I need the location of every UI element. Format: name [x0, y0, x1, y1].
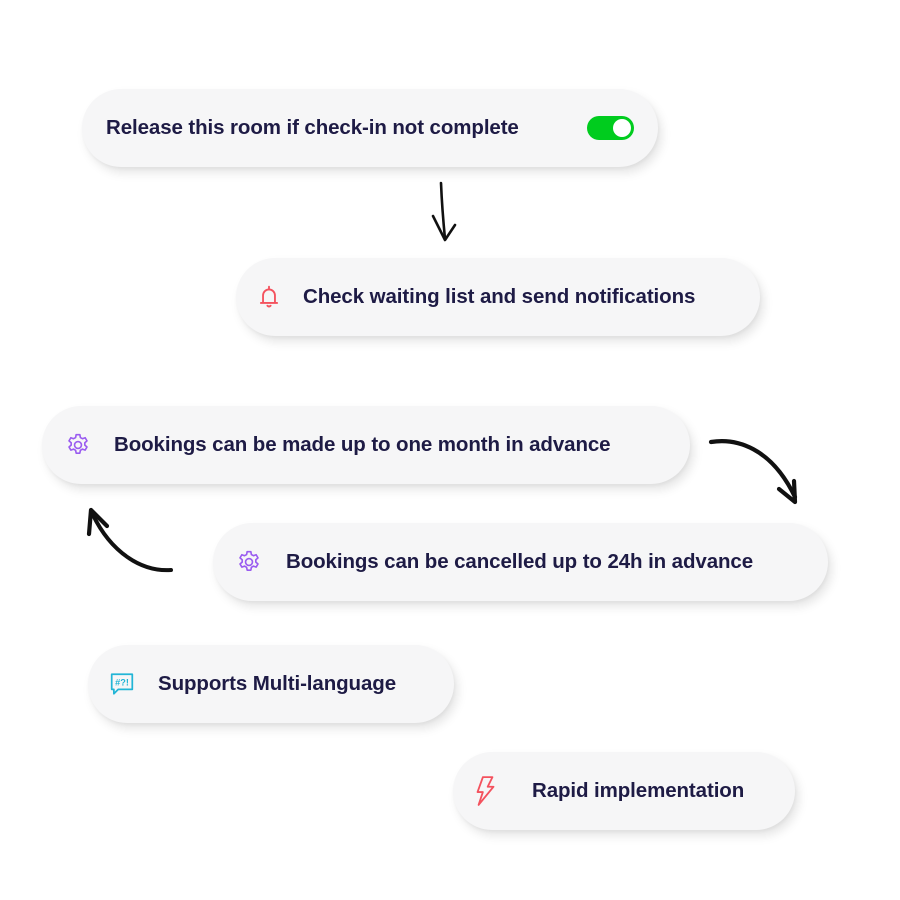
waiting-list-card: Check waiting list and send notification… — [236, 258, 760, 336]
gear-icon — [65, 432, 91, 458]
booking-advance-label: Bookings can be made up to one month in … — [114, 433, 611, 456]
cancel-advance-label: Bookings can be cancelled up to 24h in a… — [286, 550, 754, 573]
release-room-toggle[interactable] — [587, 116, 634, 140]
cancel-advance-card: Bookings can be cancelled up to 24h in a… — [213, 523, 828, 601]
arrow-down-icon — [431, 181, 457, 242]
waiting-list-label: Check waiting list and send notification… — [303, 285, 696, 308]
bell-icon — [256, 284, 282, 310]
rapid-implementation-label: Rapid implementation — [532, 779, 745, 802]
toggle-knob — [613, 119, 631, 137]
gear-icon — [236, 549, 262, 575]
svg-text:#?!: #?! — [115, 678, 129, 688]
release-room-card: Release this room if check-in not comple… — [82, 89, 658, 167]
arrow-curve-up-left-icon — [86, 507, 173, 573]
chat-symbols-icon: #?! — [109, 671, 135, 697]
rapid-implementation-card: Rapid implementation — [453, 752, 795, 830]
booking-advance-card: Bookings can be made up to one month in … — [42, 406, 690, 484]
lightning-bolt-icon — [472, 775, 498, 807]
arrow-curve-down-right-icon — [708, 439, 798, 505]
multi-language-label: Supports Multi-language — [158, 672, 396, 695]
release-room-label: Release this room if check-in not comple… — [106, 116, 519, 139]
multi-language-card: #?! Supports Multi-language — [88, 645, 454, 723]
